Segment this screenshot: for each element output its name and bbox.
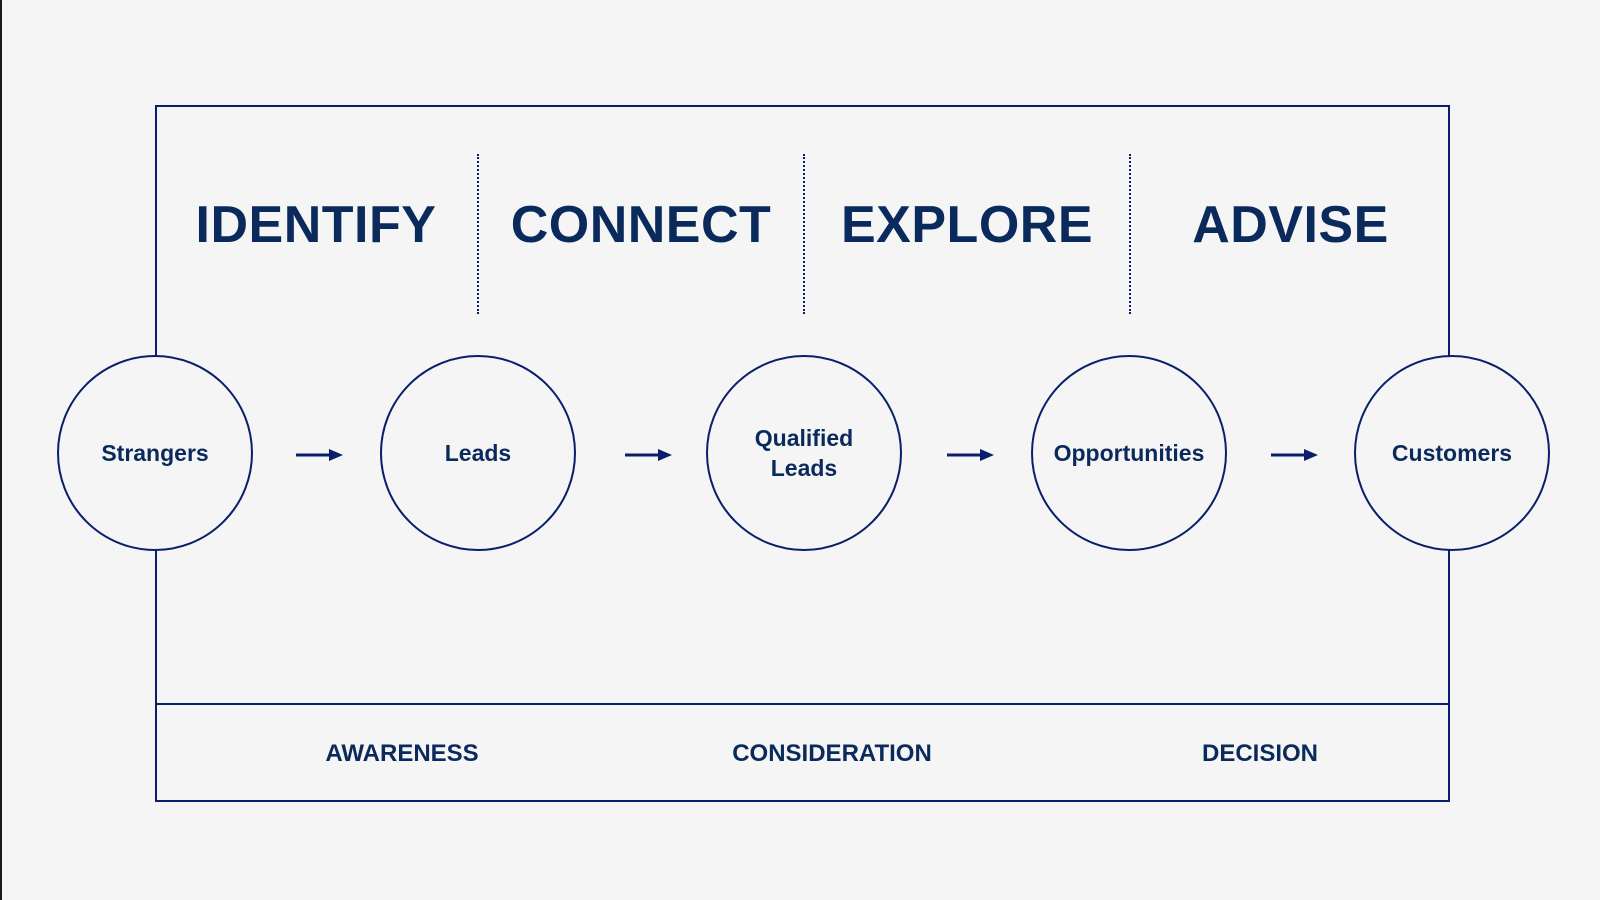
journey-decision: DECISION: [1201, 740, 1318, 767]
arrow-right-icon: [625, 449, 672, 461]
phase-identify: IDENTIFY: [195, 196, 437, 254]
stage-strangers: Strangers: [57, 355, 253, 551]
stage-label: Leads: [444, 440, 512, 466]
phase-separator-1: [477, 154, 479, 314]
journey-awareness: AWARENESS: [325, 740, 479, 767]
arrow-right-icon: [296, 449, 343, 461]
arrow-right-icon: [1271, 449, 1318, 461]
phase-explore: EXPLORE: [841, 196, 1093, 254]
left-edge-line: [0, 0, 2, 900]
frame-divider: [155, 703, 1450, 705]
phase-advise: ADVISE: [1192, 196, 1389, 254]
stage-customers: Customers: [1354, 355, 1550, 551]
stage-opportunities: Opportunities: [1031, 355, 1227, 551]
phase-connect: CONNECT: [510, 196, 772, 254]
stage-label: Opportunities: [1053, 440, 1205, 466]
phase-separator-3: [1129, 154, 1131, 314]
stage-label: Strangers: [101, 440, 209, 466]
arrow-right-icon: [947, 449, 994, 461]
stage-qualified-leads: Qualified Leads: [706, 355, 902, 551]
stage-leads: Leads: [380, 355, 576, 551]
stage-label: Customers: [1391, 440, 1513, 466]
stage-label: Qualified Leads: [754, 425, 854, 481]
journey-consideration: CONSIDERATION: [732, 740, 932, 767]
phase-separator-2: [803, 154, 805, 314]
